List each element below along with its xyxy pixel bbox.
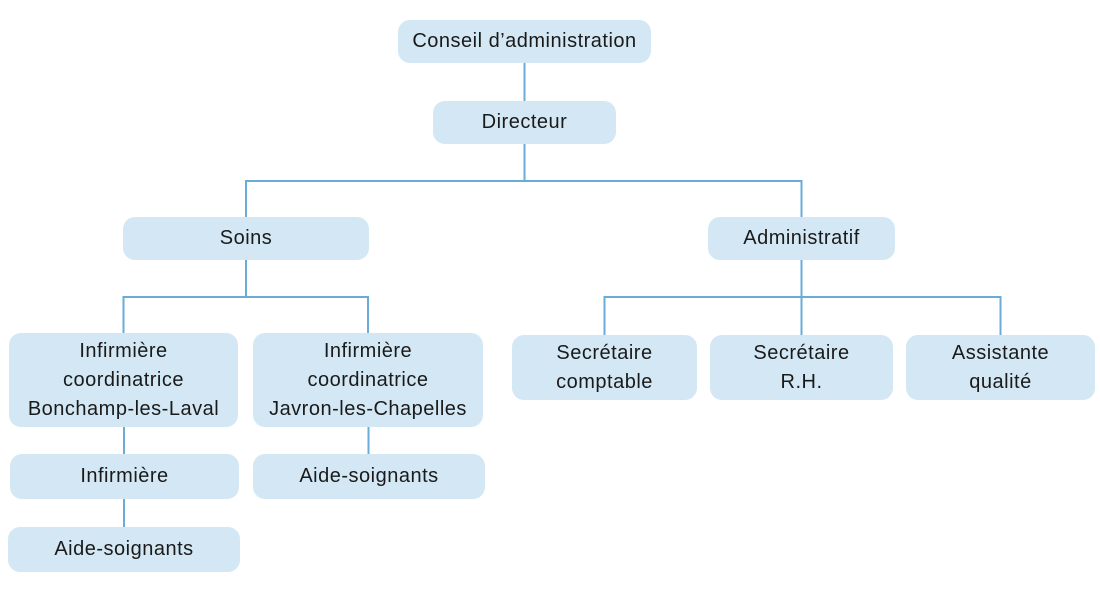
- org-node-aide-soignants-javron: Aide-soignants: [253, 454, 485, 499]
- org-node-assistante-qualite: Assistante qualité: [906, 335, 1095, 400]
- org-node-administratif: Administratif: [708, 217, 895, 260]
- org-node-aide-soignants-bonchamp: Aide-soignants: [8, 527, 240, 572]
- org-node-infirmiere-coordinatrice-javron: Infirmière coordinatrice Javron-les-Chap…: [253, 333, 483, 427]
- org-node-soins: Soins: [123, 217, 369, 260]
- connector-path: [122, 63, 1002, 527]
- org-node-secretaire-rh: Secrétaire R.H.: [710, 335, 893, 400]
- org-node-secretaire-comptable: Secrétaire comptable: [512, 335, 697, 400]
- org-node-infirmiere: Infirmière: [10, 454, 239, 499]
- org-node-infirmiere-coordinatrice-bonchamp: Infirmière coordinatrice Bonchamp-les-La…: [9, 333, 238, 427]
- org-node-directeur: Directeur: [433, 101, 616, 144]
- org-node-conseil-administration: Conseil d’administration: [398, 20, 651, 63]
